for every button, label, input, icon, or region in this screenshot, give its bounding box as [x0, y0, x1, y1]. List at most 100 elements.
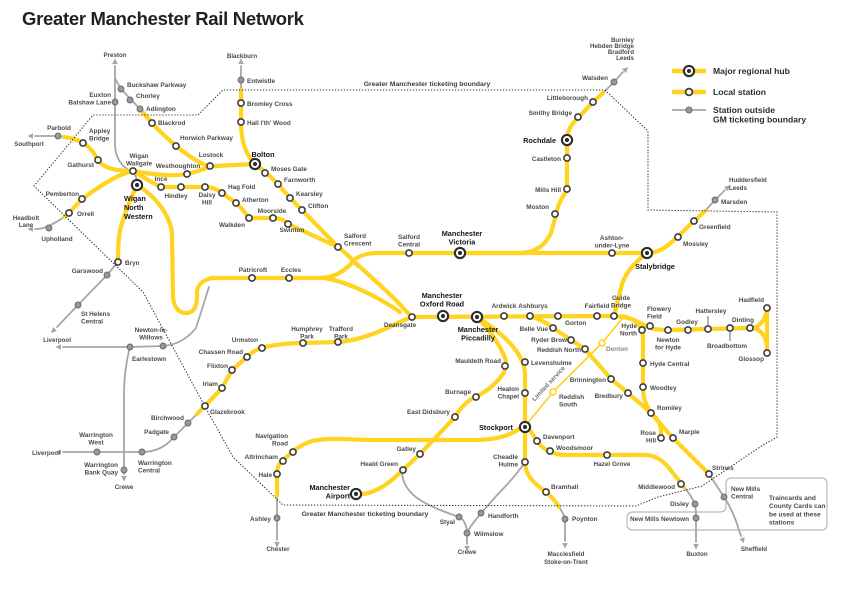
station-stalybridge-dot	[644, 250, 650, 256]
station-middlewood-label-line: Middlewood	[638, 484, 675, 491]
station-moorside-label: Moorside	[258, 208, 287, 215]
line-end-arrow-10	[274, 542, 280, 548]
station-moorside-label-line: Moorside	[258, 208, 287, 215]
legend-hub-label: Major regional hub	[713, 66, 790, 76]
station-manchester-piccadilly-label-line: Manchester	[458, 325, 499, 334]
station-woodley-label: Woodley	[650, 385, 677, 392]
station-middlewood-label: Middlewood	[638, 484, 675, 491]
station-walsden-label: Walsden	[582, 75, 608, 82]
station-hall-i-th-wood-label: Hall i'th' Wood	[247, 120, 291, 127]
station-heald-green-label: Heald Green	[360, 461, 398, 468]
station-woodsmoor-marker	[546, 447, 554, 455]
station-east-didsbury-label-line: East Didsbury	[407, 409, 450, 416]
station-littleborough-marker	[589, 98, 597, 106]
station-buckshaw-parkway-label: Buckshaw Parkway	[127, 82, 187, 89]
station-manchester-victoria-label-line: Victoria	[449, 238, 477, 247]
station-glossop-label: Glossop	[738, 356, 764, 363]
station-hyde-north-label-line: Hyde	[621, 323, 637, 330]
station-reddish-south-label-line: Reddish	[559, 394, 584, 401]
station-daisy-hill-label-line: Hill	[202, 200, 212, 207]
rail-line-strines-gray	[708, 473, 742, 537]
station-davenport-label-line: Davenport	[543, 434, 575, 441]
line-end-arrow-11	[464, 546, 470, 552]
destination-line: Huddersfield	[729, 177, 767, 184]
station-orrell-label-line: Orrell	[77, 211, 94, 218]
station-woodsmoor-label: Woodsmoor	[556, 445, 594, 452]
station-broadbottom-marker	[726, 324, 734, 332]
station-heaton-chapel-marker	[521, 389, 529, 397]
station-disley-label-line: Disley	[670, 501, 689, 508]
station-kearsley-marker	[286, 194, 294, 202]
station-stockport-label: Stockport	[479, 423, 514, 432]
station-cheadle-hulme-marker	[521, 458, 529, 466]
ticketing-boundary-label-1: Greater Manchester ticketing boundary	[302, 511, 429, 518]
station-bolton-label: Bolton	[251, 150, 274, 159]
station-warrington-bank-quay-label-line: Warrington	[84, 462, 118, 469]
line-end-arrow-1	[238, 58, 244, 64]
station-horwich-parkway-marker	[172, 142, 180, 150]
station-woodley-marker	[639, 383, 647, 391]
station-bryn-marker	[114, 258, 122, 266]
station-hattersley-marker	[704, 325, 712, 333]
station-smithy-bridge-marker	[574, 113, 582, 121]
station-belle-vue-label-line: Belle Vue	[519, 326, 548, 333]
station-reddish-north-label-line: Reddish North	[537, 347, 581, 354]
station-bramhall-label-line: Bramhall	[551, 484, 579, 491]
station-birchwood-label: Birchwood	[151, 415, 184, 422]
station-salford-central-label-line: Central	[398, 242, 420, 249]
station-walkden-label: Walkden	[219, 222, 245, 229]
station-disley-marker	[691, 500, 699, 508]
station-newton-le-willows-label: Newton-le-Willows	[135, 327, 168, 342]
station-romiley-label: Romiley	[657, 405, 682, 412]
station-walsden-marker	[610, 78, 618, 86]
station-entwistle-label-line: Entwistle	[247, 78, 275, 85]
rail-line-cheadle-yellow	[522, 421, 562, 510]
station-marple-marker	[669, 434, 677, 442]
station-salford-crescent-label-line: Salford	[344, 233, 366, 240]
station-denton-marker	[598, 339, 606, 347]
station-swinton-label-line: Swinton	[280, 227, 305, 234]
station-humphrey-park-label-line: Humphrey	[291, 326, 323, 333]
station-gathurst-label-line: Gathurst	[67, 162, 95, 169]
station-flowery-field-label-line: Field	[647, 314, 662, 321]
legend-local-station-icon	[684, 87, 694, 97]
station-salford-central-marker	[405, 249, 413, 257]
rail-line-buxton-gray	[683, 486, 697, 543]
station-clifton-label: Clifton	[308, 203, 328, 210]
station-altrincham-label-line: Altrincham	[245, 454, 279, 461]
legend-hub-station-icon-dot	[686, 68, 692, 74]
rail-line-styal-gray	[401, 470, 468, 532]
station-strines-marker	[705, 470, 713, 478]
destination-line: Buxton	[686, 551, 708, 558]
station-fairfield-label: Fairfield	[585, 303, 610, 310]
legend-outside-label-line: GM ticketing boundary	[713, 115, 806, 125]
station-ince-label-line: Ince	[155, 176, 168, 183]
station-hale-marker	[273, 470, 281, 478]
ticketing-boundary-label-0: Greater Manchester ticketing boundary	[364, 81, 491, 88]
station-manchester-oxford-road-dot	[440, 313, 446, 319]
station-ince-marker	[157, 183, 165, 191]
station-levenshulme-marker	[521, 358, 529, 366]
station-bramhall-label: Bramhall	[551, 484, 579, 491]
rail-line-limited-service	[526, 316, 625, 425]
station-hyde-north-marker	[638, 326, 646, 334]
station-greenfield-label-line: Greenfield	[699, 224, 731, 231]
station-hale-label-line: Hale	[259, 472, 273, 479]
station-orrell-label: Orrell	[77, 211, 94, 218]
destination-line: Headbolt	[13, 215, 39, 222]
destination-blackburn-label: Blackburn	[227, 53, 257, 60]
station-ashburys-marker	[526, 312, 534, 320]
station-woodley-label-line: Woodley	[650, 385, 677, 392]
station-glossop-marker	[763, 349, 771, 357]
destination-line: Burnley	[611, 37, 635, 44]
station-godley-marker	[684, 326, 692, 334]
station-humphrey-park-label-line: Park	[300, 334, 314, 341]
station-gathurst-label: Gathurst	[67, 162, 95, 169]
station-altrincham-label: Altrincham	[245, 454, 279, 461]
destination-line: Bradford	[608, 49, 634, 56]
station-castleton-label-line: Castleton	[532, 156, 561, 163]
